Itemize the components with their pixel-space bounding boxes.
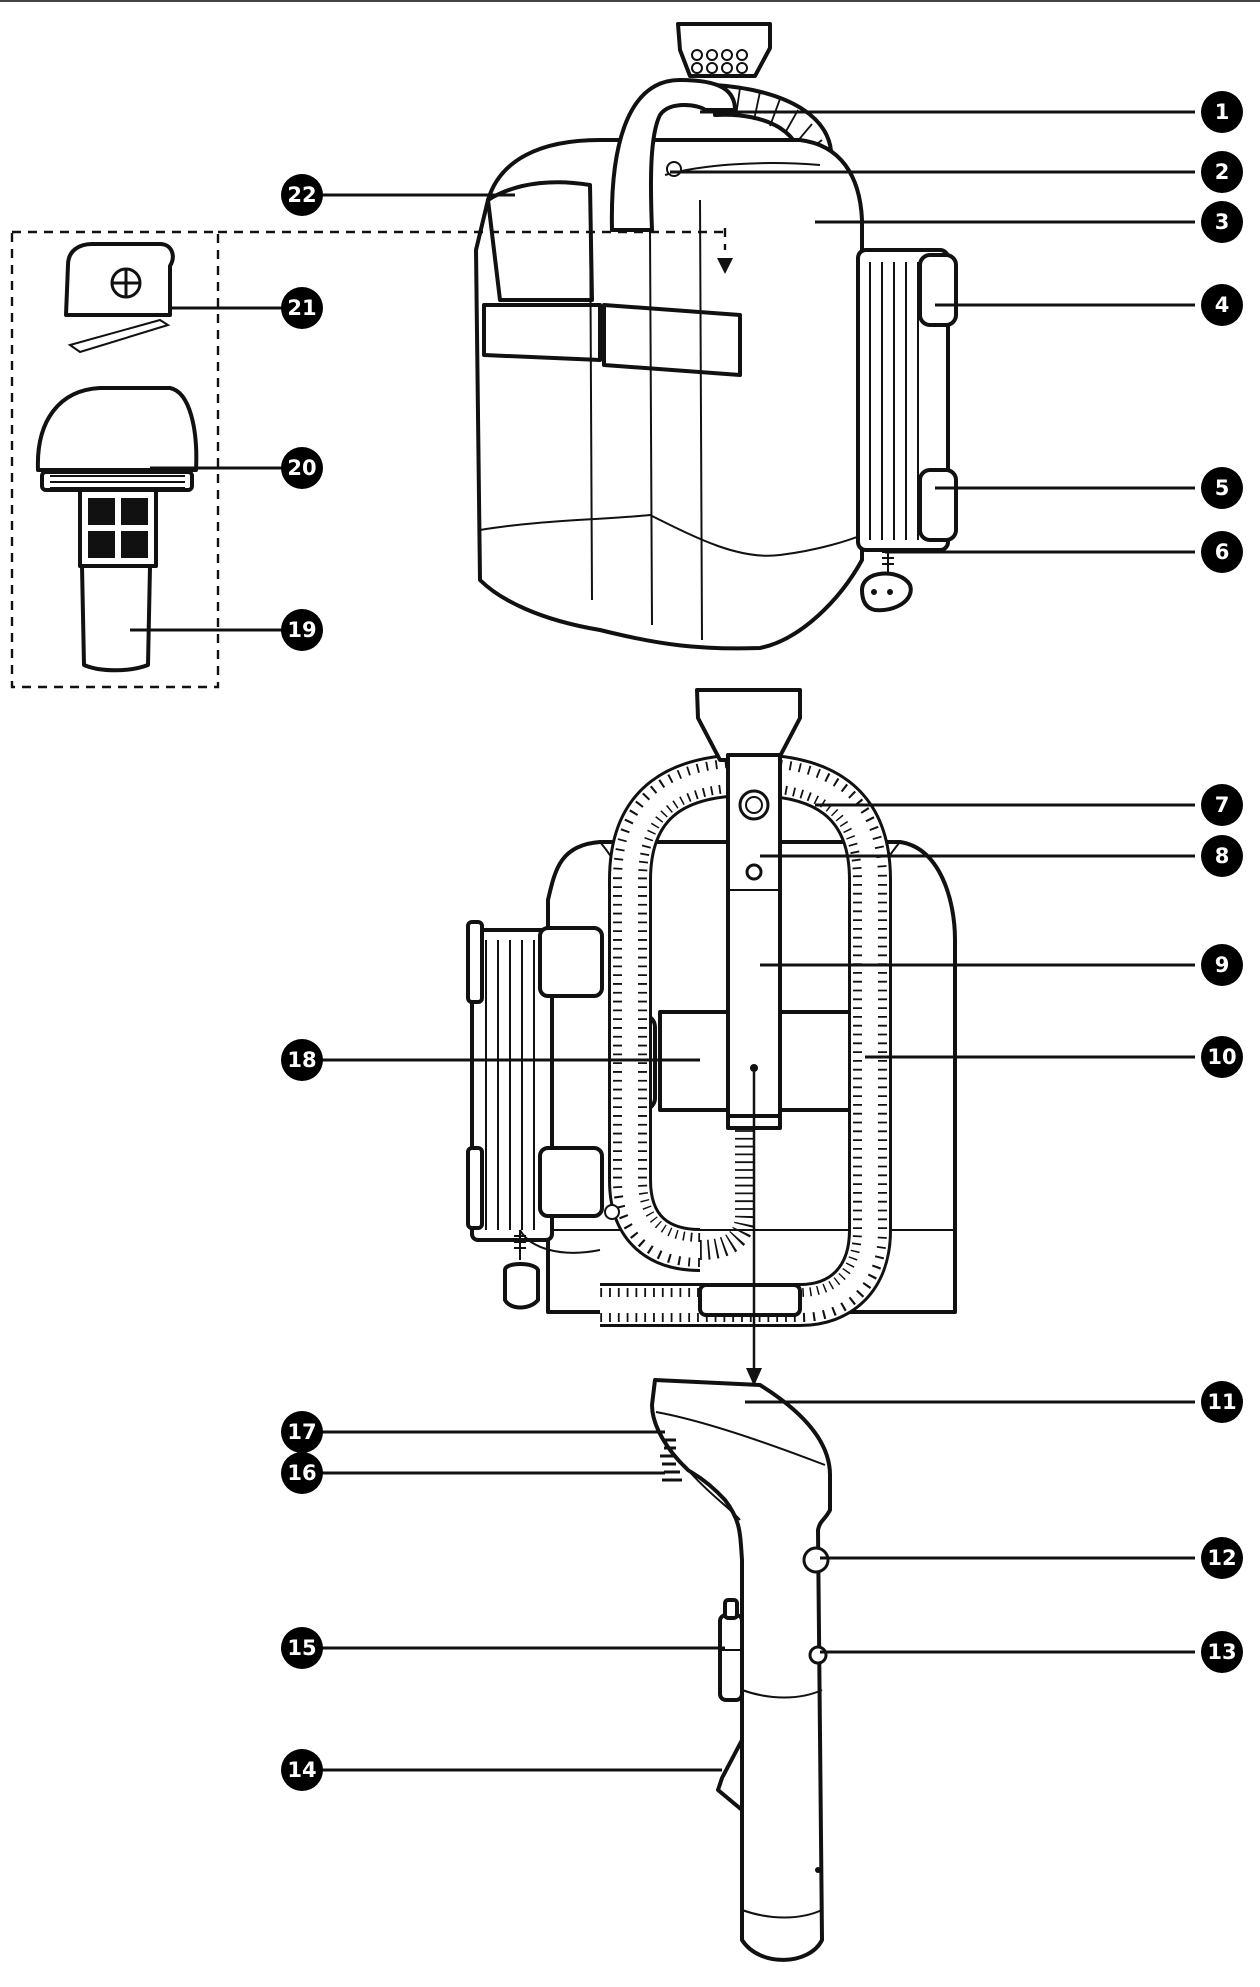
svg-text:1: 1 — [1215, 100, 1230, 124]
callout-12: 12 — [1201, 1537, 1243, 1579]
svg-text:5: 5 — [1215, 476, 1230, 500]
svg-text:7: 7 — [1215, 793, 1230, 817]
callout-3: 3 — [1201, 201, 1243, 243]
svg-text:10: 10 — [1207, 1045, 1236, 1069]
callout-7: 7 — [1201, 784, 1243, 826]
front-carry-handle — [609, 78, 737, 232]
callout-21: 21 — [281, 287, 323, 329]
callout-22: 22 — [281, 174, 323, 216]
tank-cap — [35, 386, 199, 673]
accessory-box — [10, 230, 725, 689]
callout-16: 16 — [281, 1452, 323, 1494]
callout-10: 10 — [1201, 1036, 1243, 1078]
hand-tool — [650, 1378, 832, 1962]
callout-18: 18 — [281, 1039, 323, 1081]
front-power-plug — [860, 548, 913, 613]
svg-text:11: 11 — [1207, 1390, 1236, 1414]
hand-tool-body — [650, 1378, 832, 1962]
callout-2: 2 — [1201, 151, 1243, 193]
callout-1: 1 — [1201, 91, 1243, 133]
callout-4: 4 — [1201, 284, 1243, 326]
svg-text:14: 14 — [287, 1758, 316, 1782]
svg-text:9: 9 — [1215, 953, 1230, 977]
rear-power-plug — [503, 1230, 540, 1310]
side-nozzle — [718, 1598, 744, 1702]
svg-text:6: 6 — [1215, 540, 1230, 564]
trigger — [716, 1738, 744, 1812]
svg-text:19: 19 — [287, 618, 316, 642]
svg-text:16: 16 — [287, 1461, 316, 1485]
callout-5: 5 — [1201, 467, 1243, 509]
nozzle-clip — [64, 242, 175, 354]
svg-text:15: 15 — [287, 1636, 316, 1660]
svg-text:17: 17 — [287, 1420, 316, 1444]
callout-19: 19 — [281, 609, 323, 651]
rear-wand — [695, 688, 802, 1130]
front-cord-wrap — [856, 248, 958, 552]
svg-text:18: 18 — [287, 1048, 316, 1072]
callout-11: 11 — [1201, 1381, 1243, 1423]
callout-9: 9 — [1201, 944, 1243, 986]
rear-cord-wrap — [466, 920, 620, 1310]
svg-text:3: 3 — [1215, 210, 1230, 234]
svg-text:12: 12 — [1207, 1546, 1236, 1570]
svg-text:13: 13 — [1207, 1640, 1236, 1664]
callout-14: 14 — [281, 1749, 323, 1791]
svg-text:4: 4 — [1215, 293, 1230, 317]
callout-6: 6 — [1201, 531, 1243, 573]
rear-view-machine — [466, 688, 957, 1327]
front-tool-head — [676, 22, 772, 78]
callout-8: 8 — [1201, 835, 1243, 877]
callout-15: 15 — [281, 1627, 323, 1669]
svg-text:21: 21 — [287, 296, 316, 320]
callout-20: 20 — [281, 447, 323, 489]
svg-text:20: 20 — [287, 456, 316, 480]
callout-17: 17 — [281, 1411, 323, 1453]
front-view-machine — [474, 22, 958, 651]
svg-text:2: 2 — [1215, 160, 1230, 184]
svg-text:8: 8 — [1215, 844, 1230, 868]
callout-13: 13 — [1201, 1631, 1243, 1673]
svg-text:22: 22 — [287, 183, 316, 207]
